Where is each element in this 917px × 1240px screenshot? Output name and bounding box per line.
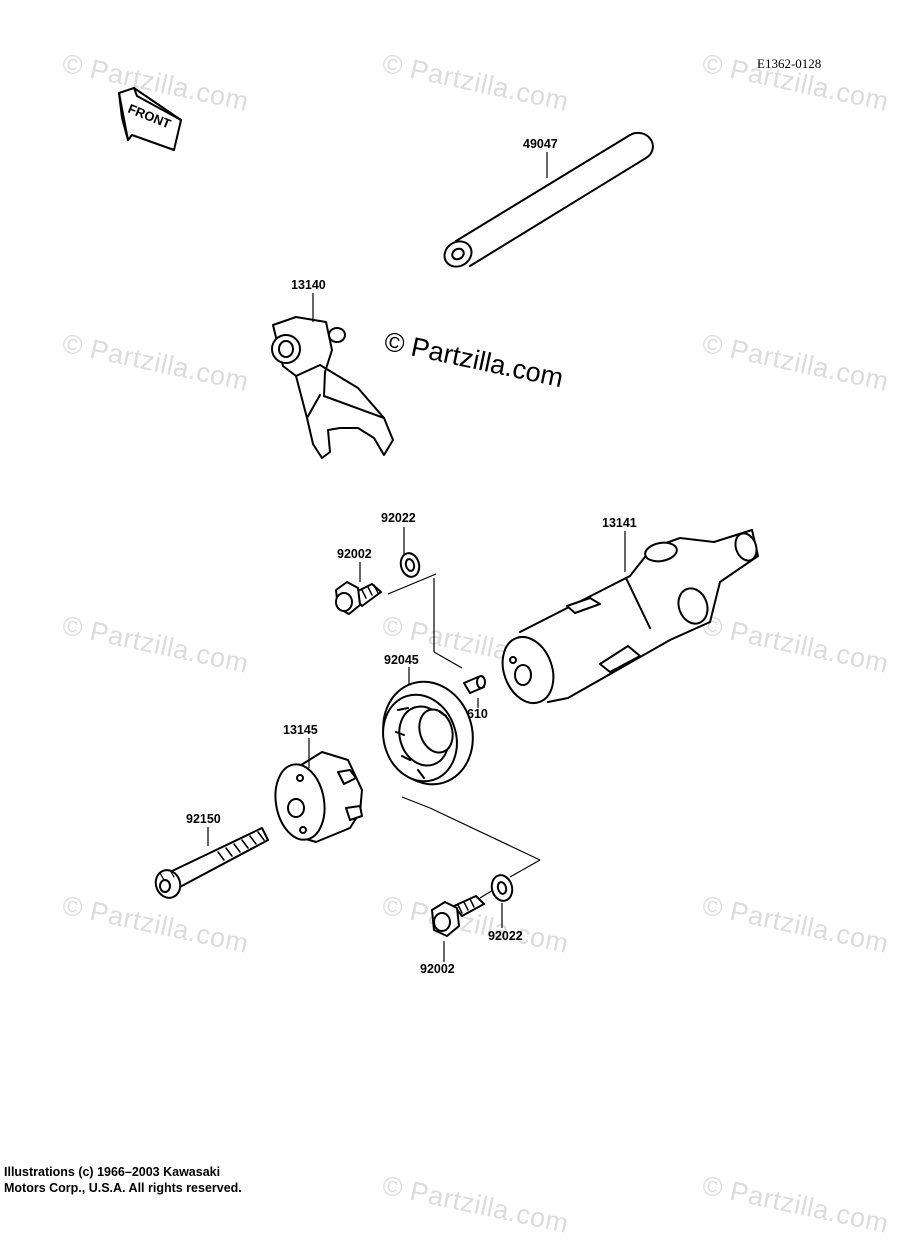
part-label-92022: 92022	[488, 929, 523, 943]
shift-drum-13141	[501, 529, 759, 704]
copyright: Illustrations (c) 1966–2003 Kawasaki Mot…	[4, 1164, 242, 1196]
washer-92022-upper	[399, 552, 421, 578]
reference-code: E1362-0128	[757, 56, 822, 71]
parts-diagram: FRONT	[118, 87, 759, 962]
shift-rod-49047	[443, 131, 654, 268]
part-label-13140: 13140	[291, 278, 326, 292]
holder-13145	[274, 751, 363, 843]
part-label-49047: 49047	[523, 137, 558, 151]
part-label-92002: 92002	[420, 962, 455, 976]
part-label-92002: 92002	[337, 547, 372, 561]
copyright-line-1: Illustrations (c) 1966–2003 Kawasaki	[4, 1165, 221, 1179]
part-label-13145: 13145	[283, 723, 318, 737]
copyright-line-2: Motors Corp., U.S.A. All rights reserved…	[4, 1181, 242, 1195]
part-label-13141: 13141	[602, 516, 637, 530]
front-arrow-icon: FRONT	[118, 87, 182, 151]
pin-610	[463, 675, 486, 694]
bearing-92045	[382, 680, 474, 786]
part-label-92022: 92022	[381, 511, 416, 525]
shift-fork-13140	[271, 316, 394, 459]
bolt-92150	[154, 827, 269, 899]
bolt-92002-upper	[335, 581, 382, 615]
leader-lines	[207, 152, 626, 962]
washer-92022-lower	[490, 874, 514, 902]
bolt-92002-lower	[431, 895, 485, 937]
part-label-610: 610	[467, 707, 488, 721]
part-label-92045: 92045	[384, 653, 419, 667]
part-label-92150: 92150	[186, 812, 221, 826]
